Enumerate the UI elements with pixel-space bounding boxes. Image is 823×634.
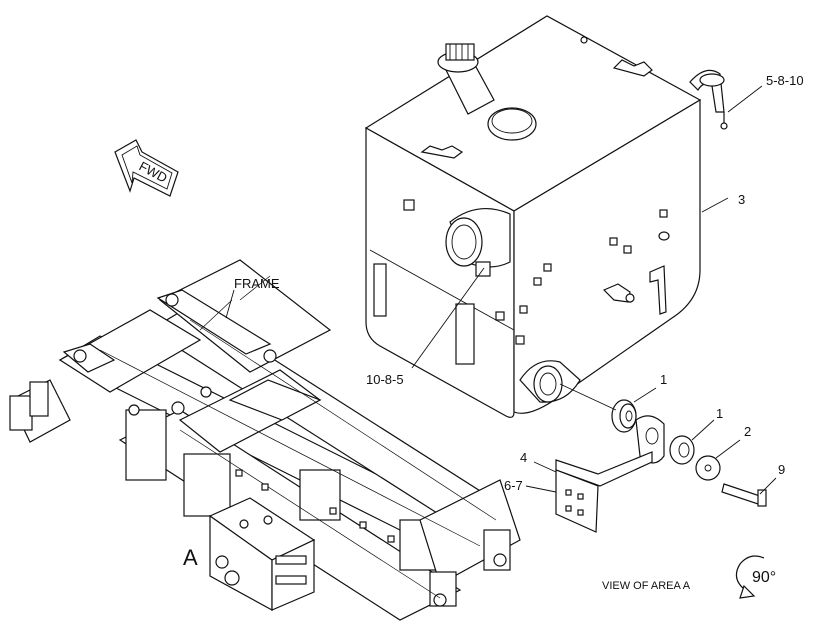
fwd-arrow: FWD [114, 139, 179, 197]
callout-1-lower: 1 [716, 406, 723, 421]
rotation-arrow-icon [735, 555, 765, 599]
mount-parts [555, 383, 767, 533]
view-caption: VIEW OF AREA A [602, 580, 691, 592]
callout-1-upper: 1 [660, 372, 667, 387]
callout-9: 9 [778, 462, 785, 477]
callout-6-7: 6-7 [504, 478, 523, 493]
callout-3: 3 [738, 192, 745, 207]
area-a-detail: A [183, 497, 316, 612]
label-frame: FRAME [234, 276, 280, 291]
callout-2: 2 [744, 424, 751, 439]
callout-4: 4 [520, 450, 527, 465]
callout-5-8-10: 5-8-10 [766, 73, 804, 88]
area-a-label: A [183, 545, 198, 570]
machine-frame [9, 259, 521, 621]
hydraulic-tank [364, 15, 728, 418]
leader-lines [225, 85, 777, 495]
rotation-label: 90° [752, 569, 776, 586]
callout-10-8-5: 10-8-5 [366, 372, 404, 387]
